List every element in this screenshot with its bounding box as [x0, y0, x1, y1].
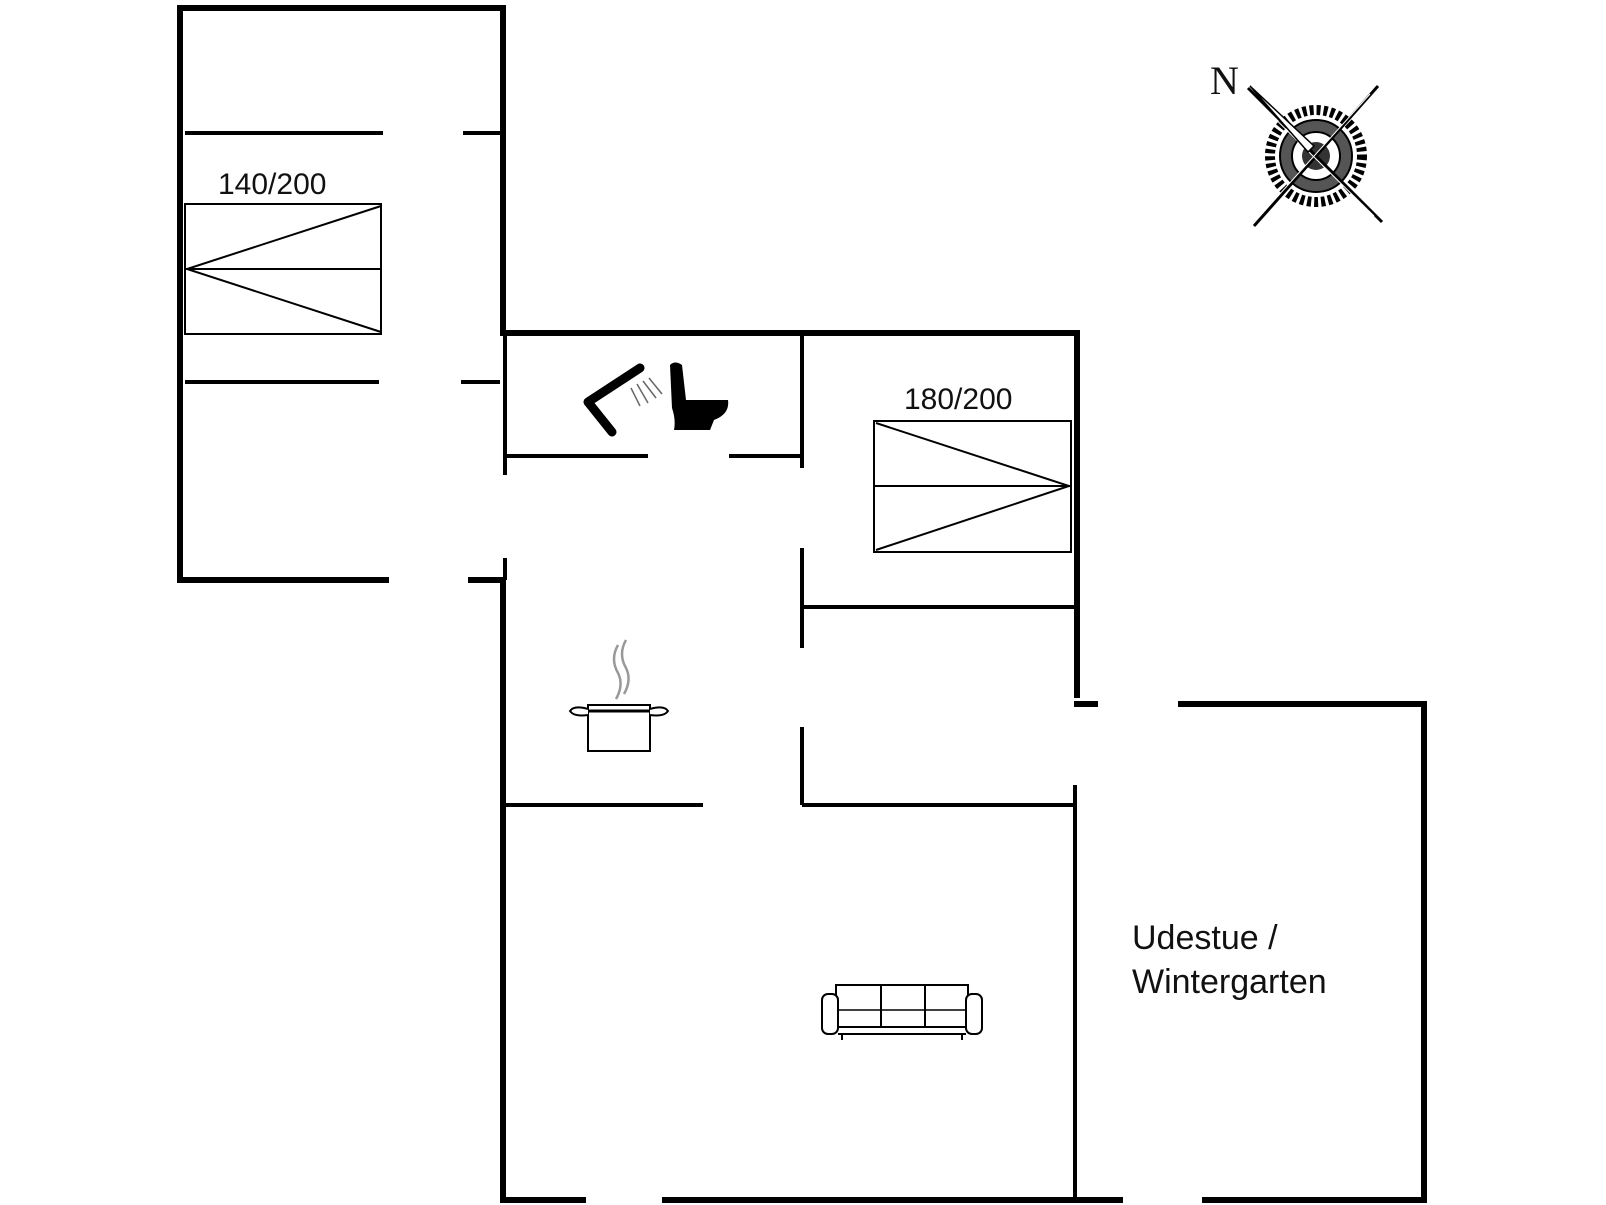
sofa-icon — [821, 984, 983, 1040]
bed-size-label: 180/200 — [904, 383, 1012, 416]
exterior-walls — [177, 5, 1427, 1203]
bed-size-label: 140/200 — [218, 168, 326, 201]
room-label-sunroom-de: Wintergarten — [1132, 963, 1327, 1001]
toilet-icon — [670, 362, 729, 430]
cooking-pot-icon — [568, 639, 670, 752]
bed-140-200 — [183, 203, 382, 335]
room-label-sunroom: Udestue / — [1132, 919, 1278, 957]
interior-walls — [185, 131, 1077, 1198]
shower-icon — [583, 363, 663, 437]
compass-rose-icon — [1246, 85, 1384, 227]
bed-180-200 — [873, 420, 1073, 553]
north-label: N — [1210, 58, 1239, 103]
